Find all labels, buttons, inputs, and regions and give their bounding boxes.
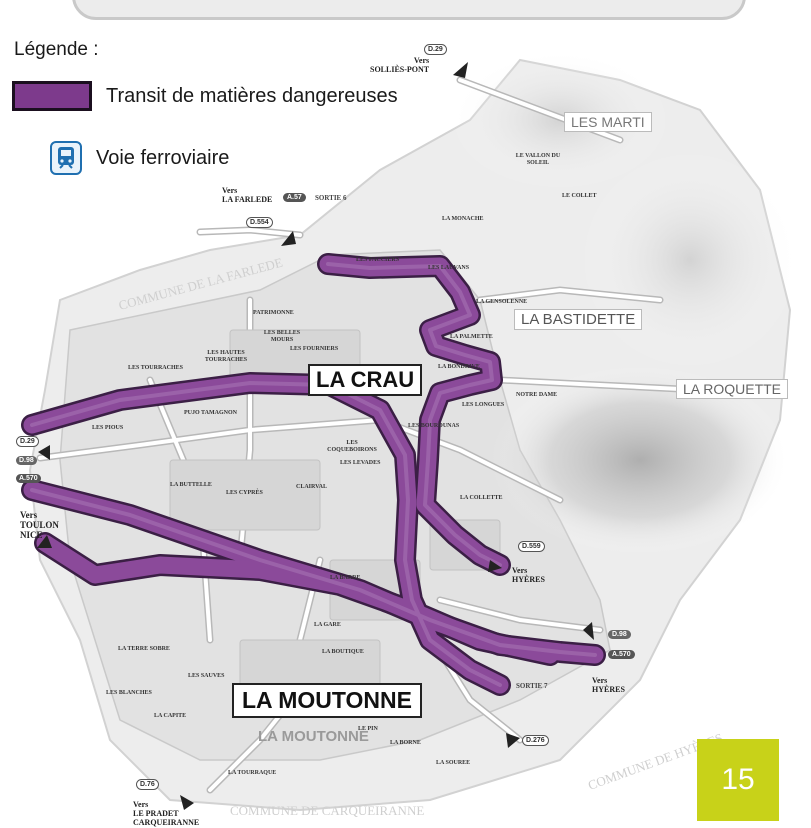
arrow-hyeres-east-icon — [583, 622, 594, 640]
page-number: 15 — [697, 739, 779, 821]
rail-legend-label: Voie ferroviaire — [96, 147, 230, 169]
badge-a570-left: A.570 — [16, 474, 41, 483]
badge-d554: D.554 — [246, 217, 273, 228]
place-label: LE VALLON DU SOLEIL — [515, 153, 561, 166]
place-label: LES FOURNIERS — [290, 346, 339, 352]
arrow-sollies-icon — [453, 62, 468, 78]
badge-sortie6: SORTIE 6 — [315, 194, 347, 202]
place-label: LA COLLETTE — [460, 495, 503, 501]
direction-pradet: Vers LE PRADET CARQUEIRANNE — [133, 800, 200, 827]
ghost-label-carqueiranne: COMMUNE DE CARQUEIRANNE — [230, 803, 424, 818]
badge-d559: D.559 — [518, 541, 545, 552]
badge-d29-top: D.29 — [424, 44, 447, 55]
badge-a57: A.57 — [283, 193, 306, 202]
place-label: LES LAUVANS — [428, 265, 470, 271]
place-label: CLAIRVAL — [296, 484, 328, 490]
place-label: LA TERRE SOBRE — [118, 646, 170, 652]
direction-sollies: Vers SOLLIÈS-PONT — [370, 56, 430, 74]
arrow-nice-icon — [37, 535, 52, 548]
town-label-la-roquette: LA ROQUETTE — [676, 379, 789, 399]
arrow-d276-icon — [506, 733, 520, 748]
direction-hyeres-south: Vers HYÈRES — [512, 566, 545, 584]
place-label: LES LEVADES — [340, 460, 381, 466]
train-icon — [50, 141, 82, 175]
place-label: LA MONACHE — [442, 216, 484, 222]
place-label: PUJO TAMAGNON — [184, 410, 237, 416]
direction-hyeres-east: Vers HYÈRES — [592, 676, 625, 694]
road-network-inner — [38, 78, 702, 792]
arrow-pradet-icon — [180, 795, 194, 810]
hill-relief-2 — [580, 150, 800, 370]
town-label-la-crau: LA CRAU — [308, 364, 423, 396]
arrow-toulon-icon — [38, 445, 50, 460]
place-label: LA TOURRAQUE — [228, 770, 277, 776]
legend-title: Légende : — [14, 39, 99, 60]
arrow-hyeres-south-icon — [488, 560, 502, 572]
town-label-la-bastidette: LA BASTIDETTE — [514, 309, 643, 330]
place-label: NOTRE DAME — [516, 392, 558, 398]
badge-d76: D.76 — [136, 779, 159, 790]
hazmat-routes — [21, 253, 606, 696]
town-label-la-moutonne: LA MOUTONNE — [232, 683, 422, 718]
place-label: LE COLLET — [562, 193, 597, 199]
exit-arrows — [37, 62, 594, 810]
place-label: PATRIMONNE — [253, 310, 294, 316]
direction-farlede: Vers LA FARLEDE — [222, 186, 273, 204]
place-label: LA CAPITE — [154, 713, 187, 719]
place-label: LES SAUVES — [188, 673, 225, 679]
place-label: LES BELLES MOURS — [263, 330, 301, 343]
badge-d98-right: D.98 — [608, 630, 631, 639]
place-label: LA SOUREE — [436, 760, 471, 766]
place-label: LA BORNE — [390, 740, 421, 746]
town-label-la-moutonne-ghost: LA MOUTONNE — [258, 728, 369, 745]
town-label-les-martins: LES MARTI — [564, 112, 652, 132]
direction-toulon: Vers TOULON NICE — [20, 510, 59, 540]
place-label: LES BOUROUNAS — [408, 423, 460, 429]
place-label: LES BLANCHES — [106, 690, 152, 696]
hill-relief — [490, 365, 790, 555]
badge-d98-left: D.98 — [16, 456, 37, 465]
badge-sortie7: SORTIE 7 — [516, 682, 548, 690]
arrow-farlede-icon — [281, 231, 296, 246]
place-label: LES COQUEBOIRONS — [327, 440, 377, 453]
badge-d29-left: D.29 — [16, 436, 39, 447]
place-label: LES PACCIERS — [356, 257, 400, 263]
place-label: LE PIN — [358, 726, 378, 732]
place-label: LA PALMETTE — [450, 334, 493, 340]
place-label: LA GARE — [314, 622, 341, 628]
badge-a570-right: A.570 — [608, 650, 635, 659]
badge-d276: D.276 — [522, 735, 549, 746]
place-label: LA BOUTIQUE — [322, 649, 364, 655]
place-label: LA BUTTELLE — [170, 482, 212, 488]
place-label: LA GENSOLENNE — [476, 299, 528, 305]
place-label: LA BARRE — [330, 575, 361, 581]
place-label: LES CYPRÈS — [226, 490, 263, 496]
hazmat-swatch — [12, 81, 92, 111]
place-label: LES HAUTES TOURRACHES — [204, 350, 248, 363]
place-label: LES PIOUS — [92, 425, 124, 431]
town-blocks — [169, 329, 501, 691]
place-label: LES TOURRACHES — [128, 365, 183, 371]
hazmat-legend-label: Transit de matières dangereuses — [106, 85, 398, 107]
place-label: LES LONGUES — [462, 402, 505, 408]
place-label: LA BONDRIVE — [438, 364, 480, 370]
